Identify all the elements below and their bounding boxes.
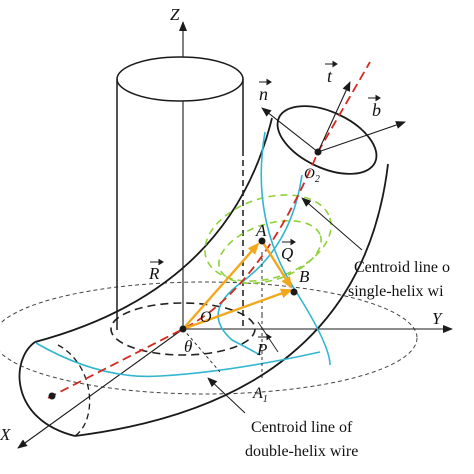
position-vectors — [182, 240, 293, 331]
o2-point-label: O2 — [304, 166, 320, 185]
x-axis-label: X — [0, 425, 11, 444]
centroid-line-dashed — [47, 61, 371, 399]
a-point-label: A — [255, 221, 267, 240]
p-vector-label: P — [256, 340, 267, 359]
callout-double-leader — [207, 377, 246, 414]
x-axis — [17, 328, 184, 449]
z-axis-label: Z — [170, 5, 180, 24]
vector-overbars — [150, 60, 381, 341]
t-vector — [317, 81, 351, 153]
point-a — [258, 237, 266, 245]
b-vector-label: b — [372, 100, 381, 120]
point-o2 — [314, 148, 322, 156]
theta-label: θ — [184, 337, 192, 356]
q-vector-label: Q — [281, 244, 293, 263]
helix-circle-1 — [204, 194, 332, 282]
r-vector-label: R — [148, 264, 160, 283]
t-vector-label: t — [327, 66, 333, 86]
callout-single-helix-line1: Centroid line o — [354, 259, 450, 276]
b-vector — [317, 121, 406, 153]
helix-circle-2 — [218, 219, 322, 285]
y-axis-label: Y — [432, 309, 443, 328]
point-b — [290, 288, 298, 296]
b-point-label: B — [299, 267, 310, 286]
callout-double-helix-line1: Centroid line of — [251, 419, 353, 436]
point-tube-end — [48, 392, 56, 400]
n-vector — [261, 107, 319, 153]
callout-double-helix-line2: double-helix wire — [245, 443, 358, 460]
plane-outer-ellipse — [0, 281, 418, 395]
callout-single-leader — [301, 197, 363, 251]
point-o — [179, 325, 187, 333]
vertical-cylinder — [116, 56, 244, 330]
n-vector-label: n — [259, 84, 268, 104]
guide-lines — [182, 252, 279, 380]
o-point-label: O — [200, 309, 212, 326]
callout-single-helix-line2: single-helix wi — [348, 283, 444, 300]
a1-point-label: A1 — [252, 385, 268, 405]
